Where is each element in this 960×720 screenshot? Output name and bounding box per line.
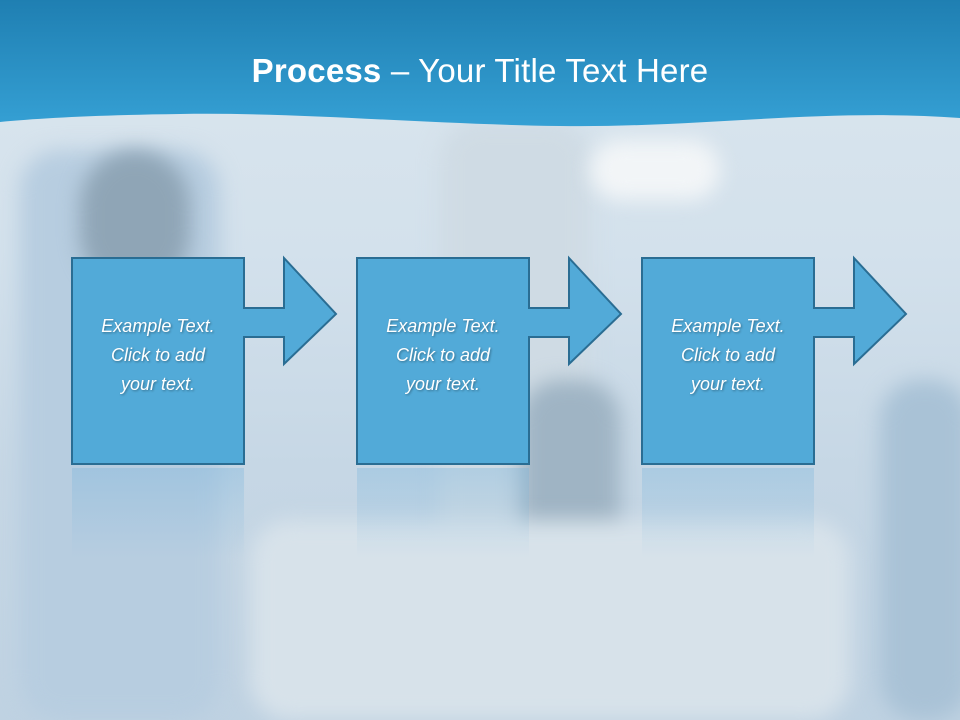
- store-floor: [250, 520, 850, 720]
- step-line-1: Example Text.: [671, 316, 785, 336]
- header-band: [0, 0, 960, 127]
- arrow-box-shape: [356, 255, 623, 465]
- arrow-box-shape: [641, 255, 908, 465]
- step-reflection: [642, 468, 814, 558]
- step-line-2: Click to add: [110, 345, 206, 365]
- person-silhouette-right: [880, 380, 960, 720]
- step-line-3: your text.: [405, 374, 481, 394]
- step-text: Example Text. Click to add your text.: [357, 312, 529, 399]
- step-reflection: [357, 468, 529, 558]
- step-text: Example Text. Click to add your text.: [642, 312, 814, 399]
- page-title[interactable]: Process – Your Title Text Here: [0, 52, 960, 90]
- arrow-box-shape: [71, 255, 338, 465]
- step-line-1: Example Text.: [386, 316, 500, 336]
- process-step-2[interactable]: Example Text. Click to add your text.: [356, 255, 627, 558]
- title-rest: – Your Title Text Here: [381, 52, 709, 89]
- step-line-2: Click to add: [395, 345, 491, 365]
- step-line-3: your text.: [120, 374, 196, 394]
- store-shelf-light: [590, 140, 720, 200]
- title-bold: Process: [251, 52, 382, 89]
- step-line-3: your text.: [690, 374, 766, 394]
- step-line-2: Click to add: [680, 345, 776, 365]
- process-step-3[interactable]: Example Text. Click to add your text.: [641, 255, 912, 558]
- step-text: Example Text. Click to add your text.: [72, 312, 244, 399]
- process-step-1[interactable]: Example Text. Click to add your text.: [71, 255, 342, 558]
- step-line-1: Example Text.: [101, 316, 215, 336]
- step-reflection: [72, 468, 244, 558]
